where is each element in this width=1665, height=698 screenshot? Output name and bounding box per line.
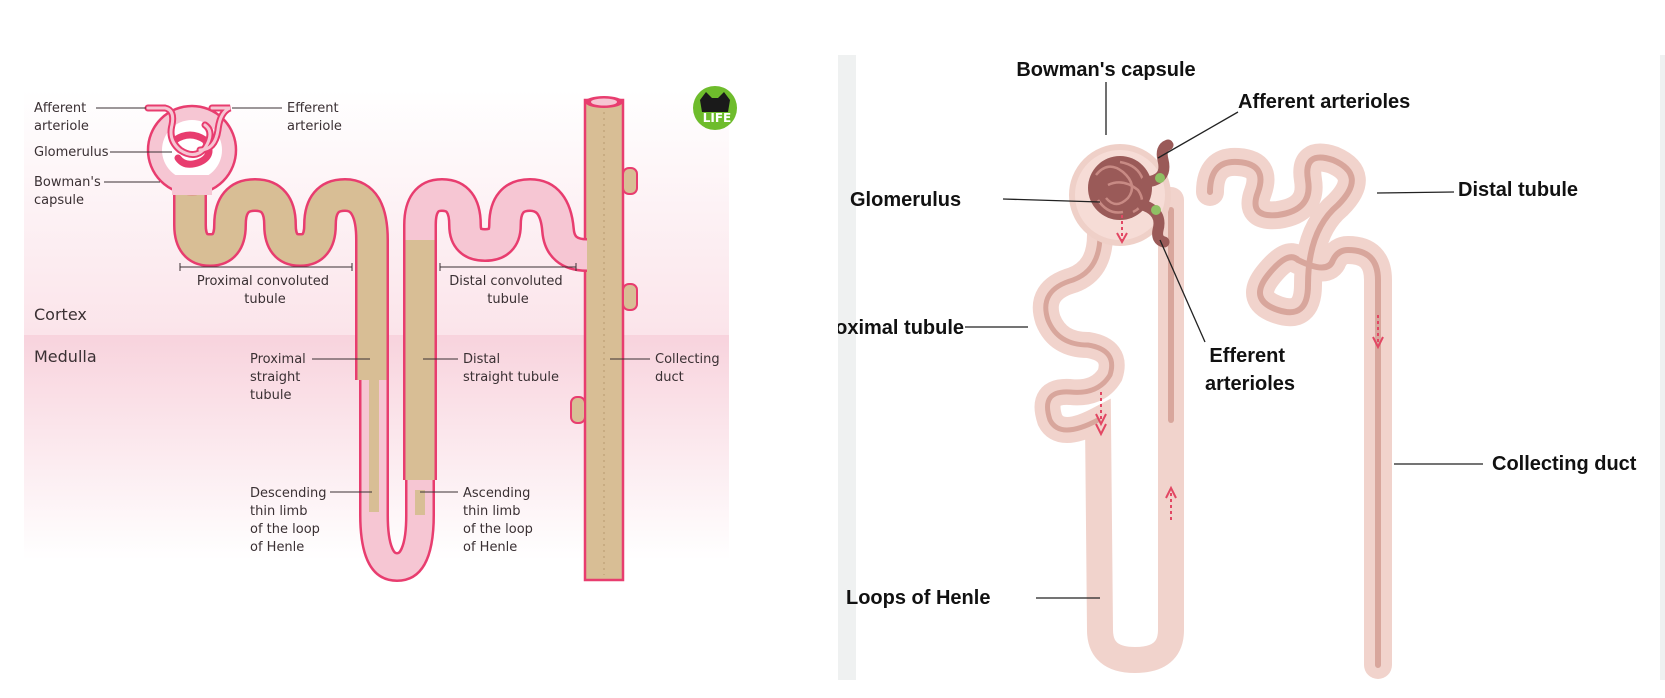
proximal-tubule-label: Proximal tubule	[838, 317, 964, 339]
glomerulus-label: Glomerulus	[850, 189, 961, 211]
left-nephron-diagram: LIFE Cortex Medulla Afferent arteriole E…	[0, 0, 740, 693]
right-diagram-svg: Bowman's capsule Afferent arterioles Glo…	[814, 55, 1665, 680]
medulla-label: Medulla	[34, 347, 97, 366]
bowmans-capsule-label: Bowman's capsule	[34, 175, 105, 208]
efferent-arteriole-label: Efferent arteriole	[287, 101, 343, 134]
collecting-duct	[570, 96, 638, 582]
flow-arrows	[1095, 215, 1384, 520]
right-nephron-diagram: Bowman's capsule Afferent arterioles Glo…	[814, 0, 1665, 693]
proximal-straight-tubule-label: Proximal straight tubule	[250, 352, 310, 403]
badge-text: LIFE	[703, 111, 732, 125]
proximal-convoluted-tubule-label: Proximal convoluted tubule	[197, 274, 333, 307]
afferent-arterioles-label: Afferent arterioles	[1238, 91, 1410, 113]
life-badge-icon: LIFE	[693, 86, 737, 130]
left-border-strip	[838, 55, 856, 680]
afferent-arteriole-label: Afferent arteriole	[34, 101, 90, 134]
loops-of-henle-label: Loops of Henle	[846, 587, 990, 609]
left-diagram-svg: LIFE Cortex Medulla Afferent arteriole E…	[24, 86, 737, 583]
loop-of-henle	[359, 232, 435, 583]
leader-lines	[96, 107, 650, 493]
descending-thin-limb-label: Descending thin limb of the loop of Henl…	[250, 486, 331, 555]
collecting-duct-label: Collecting duct	[655, 352, 724, 385]
right-border-strip	[1660, 55, 1665, 680]
distal-tubule-label: Distal tubule	[1458, 179, 1578, 201]
proximal-convoluted-tubule	[173, 177, 389, 380]
bowmans-capsule-label: Bowman's capsule	[1016, 59, 1195, 81]
distal-convoluted-tubule	[403, 177, 588, 480]
collecting-duct-label: Collecting duct	[1492, 453, 1637, 475]
distal-straight-tubule-label: Distal straight tubule	[463, 352, 559, 385]
proximal-tubule-and-loop	[1032, 187, 1184, 674]
ascending-thin-limb-label: Ascending thin limb of the loop of Henle	[463, 486, 537, 555]
distal-tubule-and-collecting-duct	[1196, 143, 1392, 679]
glomerulus-label: Glomerulus	[34, 145, 109, 160]
cortex-label: Cortex	[34, 305, 87, 324]
distal-convoluted-tubule-label: Distal convoluted tubule	[449, 274, 567, 307]
efferent-arterioles-label: Efferent arterioles	[1205, 345, 1295, 395]
leader-lines	[965, 82, 1483, 599]
